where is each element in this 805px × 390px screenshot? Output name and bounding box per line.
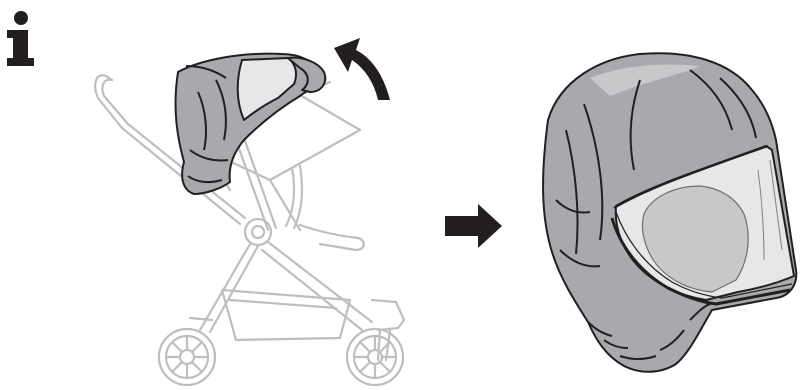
rain-cover-fitted bbox=[543, 53, 796, 372]
right-arrow-icon bbox=[445, 204, 502, 248]
rain-cover-partial bbox=[176, 54, 326, 194]
info-icon bbox=[7, 11, 34, 66]
curved-arrow-icon bbox=[334, 38, 390, 100]
